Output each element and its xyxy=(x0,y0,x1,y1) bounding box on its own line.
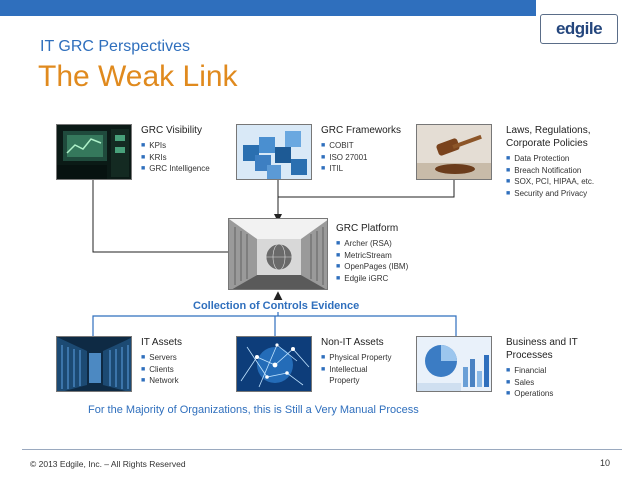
bullet-icon: ■ xyxy=(506,189,511,197)
it-assets-heading: IT Assets xyxy=(141,337,182,348)
laws-regulations-heading: Laws, Regulations, Corporate Policies xyxy=(506,125,591,149)
copyright-text: © 2013 Edgile, Inc. – All Rights Reserve… xyxy=(30,459,186,469)
list-item: ■ISO 27001 xyxy=(321,152,368,162)
bullet-icon: ■ xyxy=(506,378,511,386)
list-item: ■Servers xyxy=(141,353,177,362)
grc-visibility-heading: GRC Visibility xyxy=(141,125,202,136)
list-item: ■Security and Privacy xyxy=(506,188,588,198)
grc-platform-heading: GRC Platform xyxy=(336,223,399,234)
list-item: ■KPIs xyxy=(141,141,167,150)
collection-label: Collection of Controls Evidence xyxy=(190,300,363,312)
bullet-icon: ■ xyxy=(506,155,511,162)
bullet-icon: ■ xyxy=(321,153,326,161)
list-item: ■Edgile iGRC xyxy=(336,273,389,283)
edgile-logo: edgile xyxy=(540,14,618,44)
visibility-feedback-connector xyxy=(89,154,228,253)
list-item: ■Network xyxy=(141,376,179,385)
monitoring-screen-image xyxy=(56,124,132,180)
bullet-icon: ■ xyxy=(506,178,511,185)
bullet-icon: ■ xyxy=(321,142,326,149)
list-item: ■Physical Property xyxy=(321,353,392,362)
datacenter-image xyxy=(56,336,132,392)
bullet-icon: ■ xyxy=(321,365,326,373)
list-item: ■ITIL xyxy=(321,164,344,173)
grc-frameworks-heading: GRC Frameworks xyxy=(321,125,402,136)
network-globe-image xyxy=(236,336,312,392)
list-item: ■Sales xyxy=(506,377,535,387)
bullet-icon: ■ xyxy=(506,367,511,374)
header-bar xyxy=(0,0,536,16)
list-item: ■COBIT xyxy=(321,141,354,150)
blue-blocks-image xyxy=(236,124,312,180)
grc-frameworks-block: GRC Frameworks ■COBIT ■ISO 27001 ■ITIL xyxy=(321,124,416,175)
list-item: ■Financial xyxy=(506,366,547,375)
bullet-icon: ■ xyxy=(141,165,146,172)
grc-visibility-block: GRC Visibility ■KPIs ■KRIs ■GRC Intellig… xyxy=(141,124,231,175)
manual-process-note: For the Majority of Organizations, this … xyxy=(88,404,419,416)
page-number: 10 xyxy=(600,458,611,468)
list-item: ■Archer (RSA) xyxy=(336,239,392,248)
server-room-globe-image xyxy=(228,218,328,290)
slide-title: The Weak Link xyxy=(38,60,238,93)
bullet-icon: ■ xyxy=(141,354,146,361)
bullet-icon: ■ xyxy=(506,390,511,397)
non-it-assets-block: Non-IT Assets ■Physical Property ■Intell… xyxy=(321,336,416,387)
business-processes-block: Business and IT Processes ■Financial ■Sa… xyxy=(506,336,608,400)
list-item: ■Operations xyxy=(506,389,554,398)
it-assets-block: IT Assets ■Servers ■Clients ■Network xyxy=(141,336,231,387)
business-charts-image xyxy=(416,336,492,392)
slide-subtitle: IT GRC Perspectives xyxy=(40,38,190,55)
bullet-icon: ■ xyxy=(336,240,341,247)
business-processes-heading: Business and IT Processes xyxy=(506,337,578,361)
grc-platform-block: GRC Platform ■Archer (RSA) ■MetricStream… xyxy=(336,222,436,284)
list-item: ■GRC Intelligence xyxy=(141,164,210,173)
bullet-icon: ■ xyxy=(141,365,146,373)
bullet-icon: ■ xyxy=(321,354,326,361)
bullet-icon: ■ xyxy=(141,153,146,161)
laws-regulations-block: Laws, Regulations, Corporate Policies ■D… xyxy=(506,124,608,199)
footer-divider xyxy=(22,449,622,450)
list-item: ■Clients xyxy=(141,364,174,374)
bullet-icon: ■ xyxy=(141,377,146,384)
list-item: ■Intellectual Property xyxy=(321,364,368,386)
bullet-icon: ■ xyxy=(141,142,146,149)
list-item: ■OpenPages (IBM) xyxy=(336,262,409,271)
list-item: ■MetricStream xyxy=(336,250,392,260)
bullet-icon: ■ xyxy=(336,263,341,270)
gavel-image xyxy=(416,124,492,180)
bullet-icon: ■ xyxy=(336,274,341,282)
logo-text: edgile xyxy=(555,19,603,38)
bullet-icon: ■ xyxy=(321,165,326,172)
bullet-icon: ■ xyxy=(336,251,341,259)
list-item: ■Breach Notification xyxy=(506,165,582,175)
list-item: ■KRIs xyxy=(141,152,167,162)
bullet-icon: ■ xyxy=(506,166,511,174)
non-it-assets-heading: Non-IT Assets xyxy=(321,337,384,348)
list-item: ■SOX, PCI, HIPAA, etc. xyxy=(506,177,595,186)
list-item: ■Data Protection xyxy=(506,154,570,163)
